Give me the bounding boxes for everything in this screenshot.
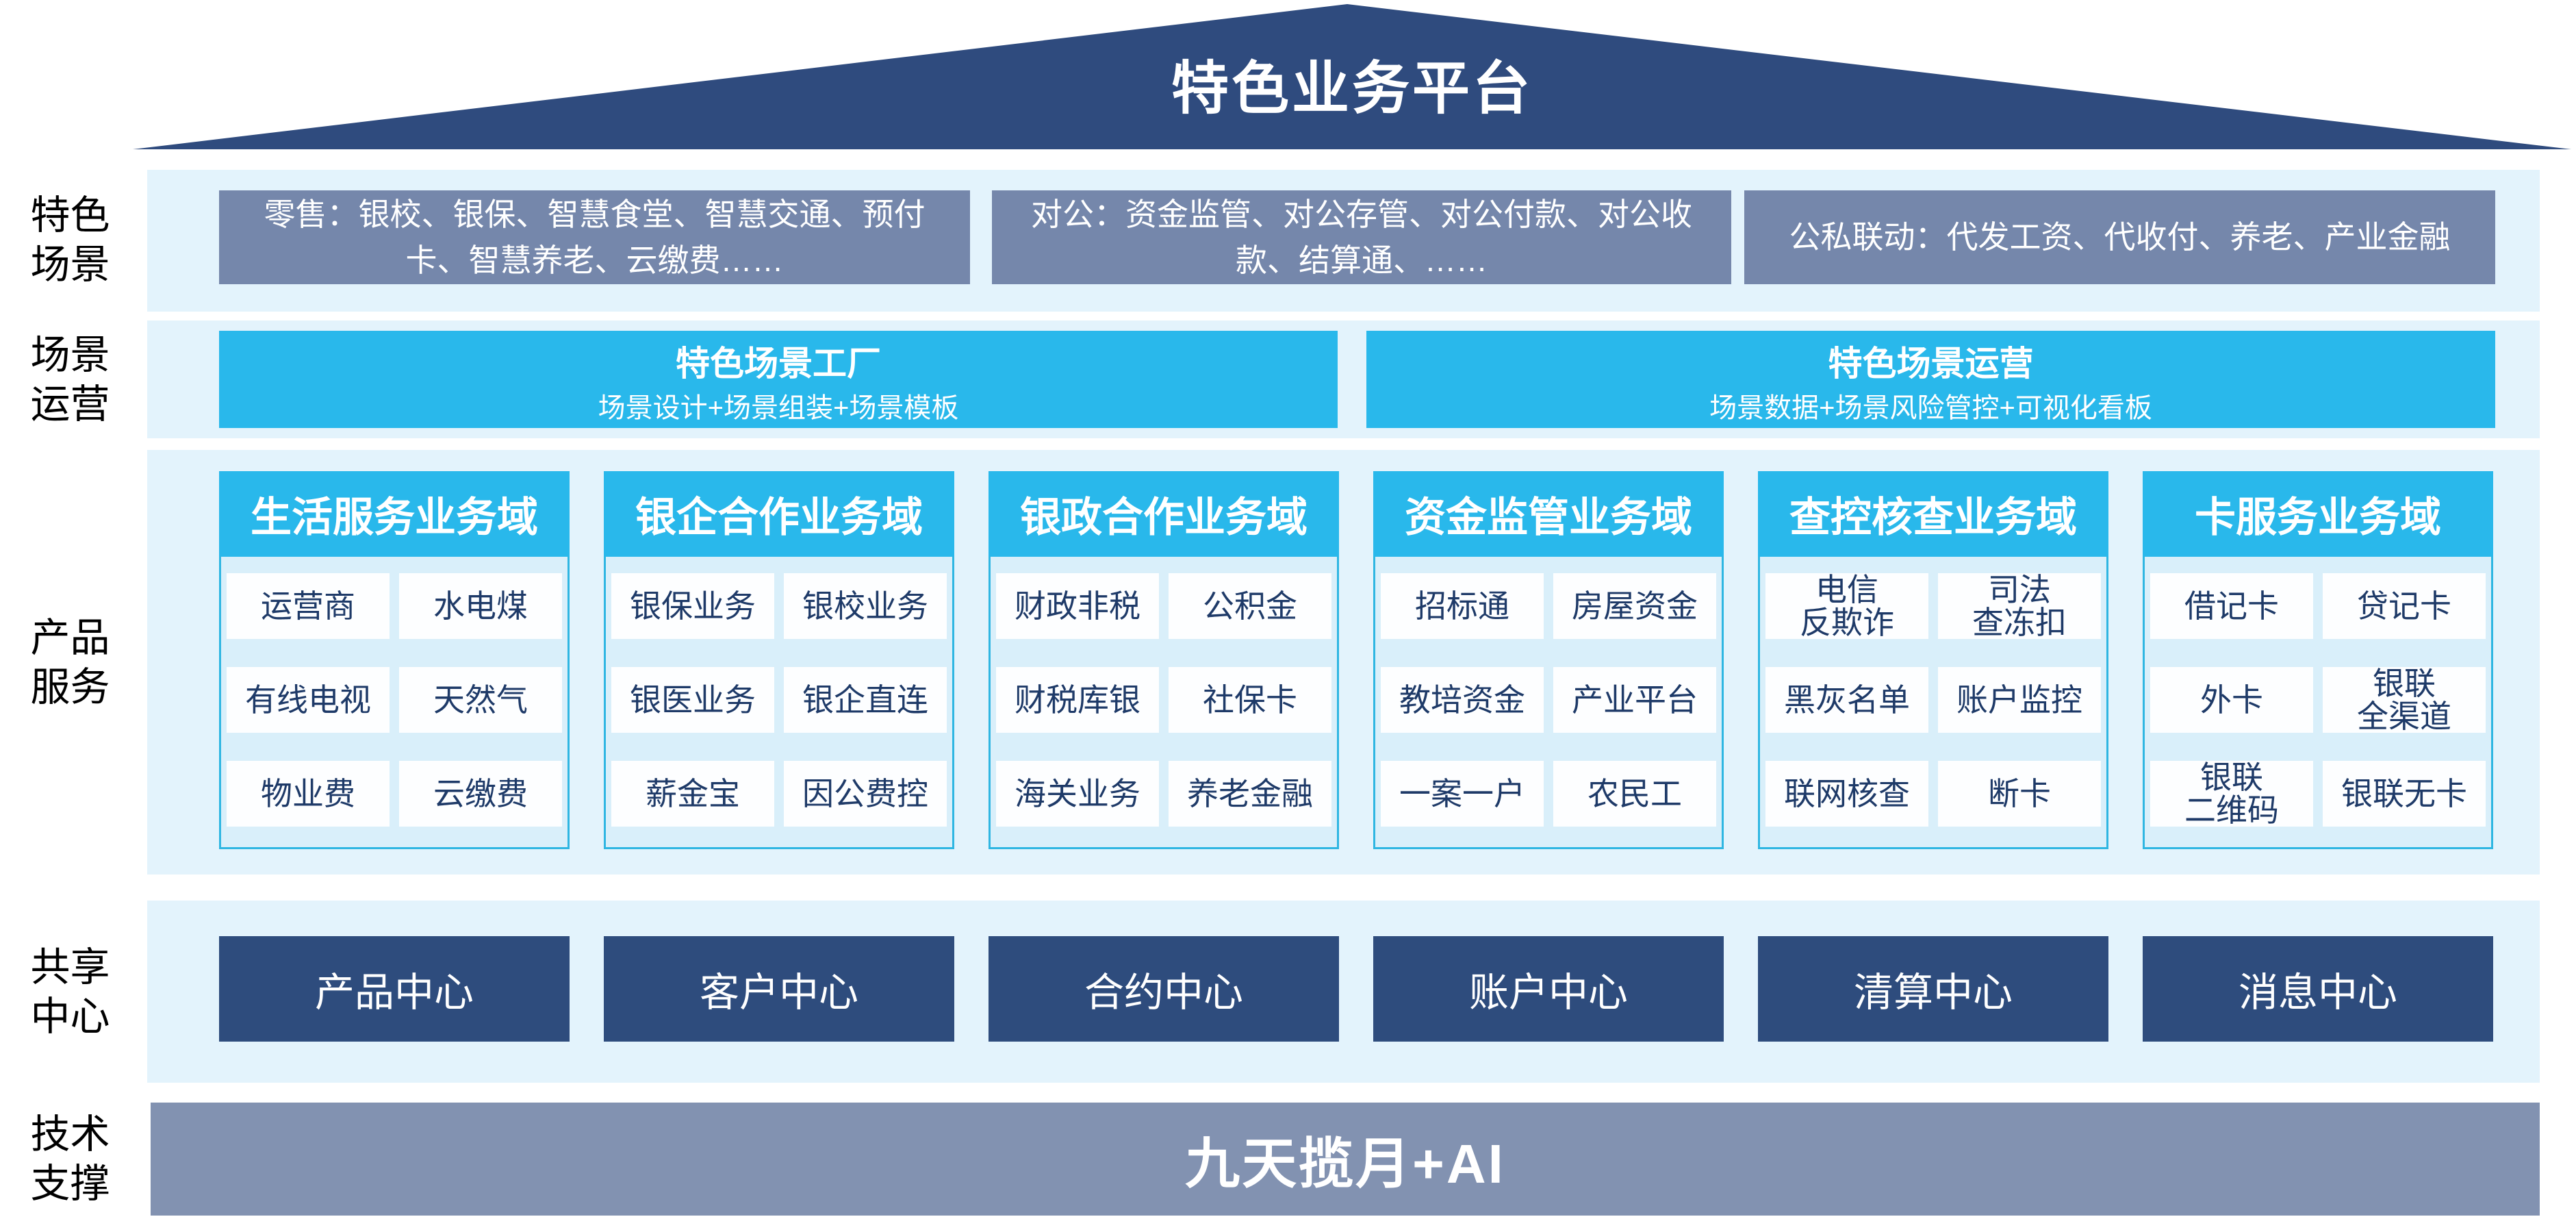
product-column-header: 生活服务业务域 (219, 471, 570, 557)
product-cell: 贷记卡 (2323, 573, 2486, 639)
operation-box-subtitle: 场景数据+场景风险管控+可视化看板 (1709, 393, 2152, 423)
share-center-clearing: 清算中心 (1758, 936, 2108, 1042)
product-cell: 薪金宝 (611, 761, 774, 827)
operation-box-scene-factory: 特色场景工厂 场景设计+场景组装+场景模板 (219, 331, 1338, 428)
product-column-header: 查控核查业务域 (1758, 471, 2108, 557)
product-column-bank-government: 银政合作业务域 财政非税 公积金 财税库银 社保卡 海关业务 养老金融 (989, 471, 1339, 849)
scene-box-retail: 零售：银校、银保、智慧食堂、智慧交通、预付卡、智慧养老、云缴费…… (219, 190, 970, 284)
product-column-body: 电信 反欺诈 司法 查冻扣 黑灰名单 账户监控 联网核查 断卡 (1758, 557, 2108, 849)
row-label-tech: 技术 支撑 (30, 1112, 110, 1206)
product-column-body: 财政非税 公积金 财税库银 社保卡 海关业务 养老金融 (989, 557, 1339, 849)
product-cell: 物业费 (227, 761, 390, 827)
scene-box-corporate: 对公：资金监管、对公存管、对公付款、对公收款、结算通、…… (992, 190, 1731, 284)
product-cell: 一案一户 (1381, 761, 1544, 827)
operation-box-subtitle: 场景设计+场景组装+场景模板 (598, 393, 959, 423)
row-label-scenes: 特色 场景 (30, 193, 110, 287)
product-column-inspection-verification: 查控核查业务域 电信 反欺诈 司法 查冻扣 黑灰名单 账户监控 联网核查 断卡 (1758, 471, 2108, 849)
platform-title: 特色业务平台 (1171, 56, 1533, 121)
row-label-operation: 场景 运营 (30, 333, 110, 427)
product-column-header: 银企合作业务域 (604, 471, 954, 557)
product-cell: 外卡 (2150, 667, 2313, 733)
product-column-body: 招标通 房屋资金 教培资金 产业平台 一案一户 农民工 (1373, 557, 1724, 849)
scene-box-public-private: 公私联动：代发工资、代收付、养老、产业金融 (1744, 190, 2495, 284)
product-column-life-services: 生活服务业务域 运营商 水电煤 有线电视 天然气 物业费 云缴费 (219, 471, 570, 849)
product-column-body: 借记卡 贷记卡 外卡 银联 全渠道 银联 二维码 银联无卡 (2143, 557, 2493, 849)
product-cell: 运营商 (227, 573, 390, 639)
product-cell: 断卡 (1938, 761, 2101, 827)
product-cell: 公积金 (1169, 573, 1331, 639)
product-cell: 电信 反欺诈 (1765, 573, 1928, 639)
product-column-card-services: 卡服务业务域 借记卡 贷记卡 外卡 银联 全渠道 银联 二维码 银联无卡 (2143, 471, 2493, 849)
product-cell: 银医业务 (611, 667, 774, 733)
product-cell: 司法 查冻扣 (1938, 573, 2101, 639)
product-cell: 财税库银 (996, 667, 1159, 733)
product-cell: 天然气 (399, 667, 562, 733)
row-label-products: 产品 服务 (30, 616, 110, 709)
product-column-body: 银保业务 银校业务 银医业务 银企直连 薪金宝 因公费控 (604, 557, 954, 849)
roof-shape (133, 4, 2571, 149)
share-center-contract: 合约中心 (989, 936, 1339, 1042)
product-column-fund-supervision: 资金监管业务域 招标通 房屋资金 教培资金 产业平台 一案一户 农民工 (1373, 471, 1724, 849)
product-column-body: 运营商 水电煤 有线电视 天然气 物业费 云缴费 (219, 557, 570, 849)
product-cell: 银联无卡 (2323, 761, 2486, 827)
product-cell: 财政非税 (996, 573, 1159, 639)
product-column-bank-enterprise: 银企合作业务域 银保业务 银校业务 银医业务 银企直连 薪金宝 因公费控 (604, 471, 954, 849)
product-column-header: 资金监管业务域 (1373, 471, 1724, 557)
product-cell: 招标通 (1381, 573, 1544, 639)
product-cell: 房屋资金 (1553, 573, 1716, 639)
product-cell: 黑灰名单 (1765, 667, 1928, 733)
share-center-message: 消息中心 (2143, 936, 2493, 1042)
product-cell: 有线电视 (227, 667, 390, 733)
share-center-customer: 客户中心 (604, 936, 954, 1042)
operation-box-title: 特色场景工厂 (676, 344, 881, 383)
product-cell: 银保业务 (611, 573, 774, 639)
operation-box-title: 特色场景运营 (1828, 344, 2034, 383)
product-cell: 借记卡 (2150, 573, 2313, 639)
tech-support-bar: 九天揽月+AI (151, 1103, 2540, 1216)
product-cell: 社保卡 (1169, 667, 1331, 733)
product-cell: 水电煤 (399, 573, 562, 639)
product-cell: 因公费控 (784, 761, 947, 827)
product-column-header: 卡服务业务域 (2143, 471, 2493, 557)
product-cell: 农民工 (1553, 761, 1716, 827)
product-cell: 联网核查 (1765, 761, 1928, 827)
share-center-product: 产品中心 (219, 936, 570, 1042)
operation-box-scene-operation: 特色场景运营 场景数据+场景风险管控+可视化看板 (1366, 331, 2495, 428)
product-cell: 银联 全渠道 (2323, 667, 2486, 733)
product-cell: 银联 二维码 (2150, 761, 2313, 827)
product-cell: 养老金融 (1169, 761, 1331, 827)
product-column-header: 银政合作业务域 (989, 471, 1339, 557)
row-label-sharing: 共享 中心 (30, 945, 110, 1039)
product-cell: 教培资金 (1381, 667, 1544, 733)
product-cell: 银校业务 (784, 573, 947, 639)
product-cell: 银企直连 (784, 667, 947, 733)
product-cell: 云缴费 (399, 761, 562, 827)
product-cell: 账户监控 (1938, 667, 2101, 733)
product-cell: 海关业务 (996, 761, 1159, 827)
product-cell: 产业平台 (1553, 667, 1716, 733)
share-center-account: 账户中心 (1373, 936, 1724, 1042)
